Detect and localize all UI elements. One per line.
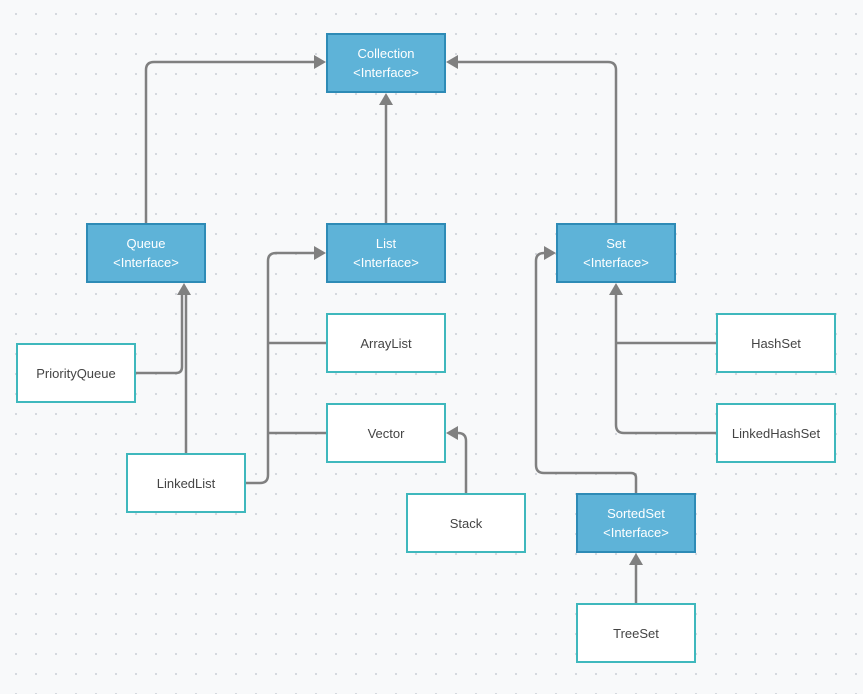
node-queue-stereotype: <Interface> (113, 255, 179, 270)
arrowhead-queue-collection (314, 55, 326, 69)
arrowhead-set-inherit (609, 283, 623, 295)
node-collection-stereotype: <Interface> (353, 65, 419, 80)
node-arraylist[interactable]: ArrayList (326, 313, 446, 373)
node-sortedset-stereotype: <Interface> (603, 525, 669, 540)
node-treeset[interactable]: TreeSet (576, 603, 696, 663)
edge-sortedset-set (534, 251, 638, 493)
node-set[interactable]: Set <Interface> (556, 223, 676, 283)
edge-queue-collection (144, 60, 315, 223)
arrowhead-list-collection (379, 93, 393, 105)
node-priorityqueue[interactable]: PriorityQueue (16, 343, 136, 403)
node-linkedlist-name: LinkedList (156, 475, 216, 491)
arrowhead-sortedset-inherit (629, 553, 643, 565)
node-list-name: List (375, 236, 397, 251)
edge-stack-vector (457, 431, 468, 493)
edge-priorityqueue-queue (136, 294, 184, 375)
arrowhead-vector-inherit (446, 426, 458, 440)
node-stack[interactable]: Stack (406, 493, 526, 553)
node-linkedhashset-name: LinkedHashSet (731, 425, 821, 441)
node-vector[interactable]: Vector (326, 403, 446, 463)
node-linkedhashset[interactable]: LinkedHashSet (716, 403, 836, 463)
node-stack-name: Stack (449, 515, 483, 531)
arrowhead-sortedset-set (544, 246, 556, 260)
node-list-stereotype: <Interface> (353, 255, 419, 270)
node-treeset-name: TreeSet (613, 625, 659, 641)
edge-set-collection (457, 60, 618, 223)
node-collection[interactable]: Collection <Interface> (326, 33, 446, 93)
edge-linkedlist-list (246, 251, 315, 485)
node-sortedset[interactable]: SortedSet <Interface> (576, 493, 696, 553)
node-sortedset-name: SortedSet (607, 506, 665, 521)
node-arraylist-name: ArrayList (360, 335, 412, 351)
node-set-stereotype: <Interface> (583, 255, 649, 270)
arrowhead-queue-inherit (177, 283, 191, 295)
arrowhead-list-inherit (314, 246, 326, 260)
node-hashset[interactable]: HashSet (716, 313, 836, 373)
arrowhead-set-collection (446, 55, 458, 69)
edge-linkedhashset-set (614, 294, 716, 435)
node-queue[interactable]: Queue <Interface> (86, 223, 206, 283)
node-priorityqueue-name: PriorityQueue (36, 365, 116, 381)
node-hashset-name: HashSet (751, 335, 801, 351)
node-list[interactable]: List <Interface> (326, 223, 446, 283)
node-collection-name: Collection (357, 46, 415, 61)
node-linkedlist[interactable]: LinkedList (126, 453, 246, 513)
node-queue-name: Queue (126, 236, 166, 251)
node-vector-name: Vector (367, 425, 405, 441)
node-set-name: Set (606, 236, 626, 251)
